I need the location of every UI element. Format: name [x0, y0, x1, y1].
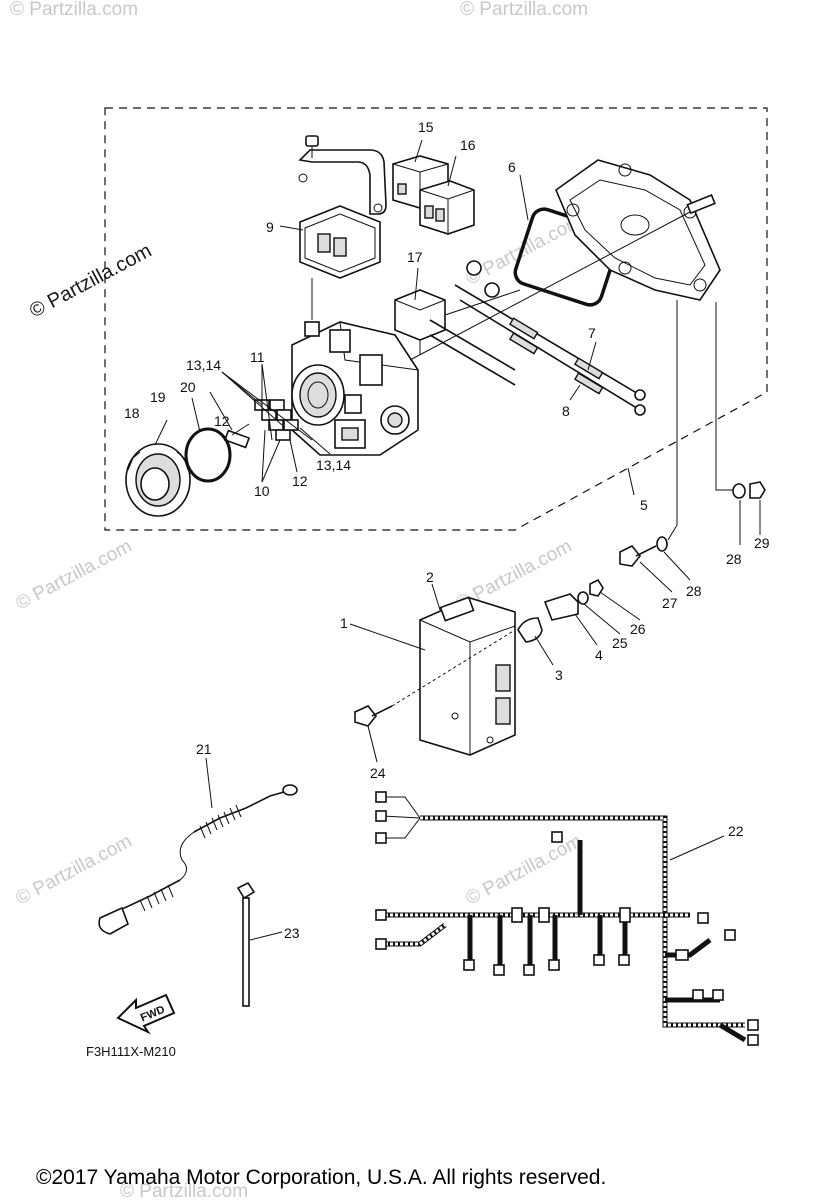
callout-11: 11 — [250, 349, 265, 365]
watermark-faint: © Partzilla.com — [12, 831, 135, 910]
cap-18 — [125, 443, 191, 517]
leader-28-29 — [715, 302, 740, 491]
callout-27: 27 — [662, 595, 678, 611]
callout-23: 23 — [284, 925, 300, 941]
fwd-arrow-icon: FWD — [116, 993, 176, 1035]
fuse-puller-20 — [223, 429, 251, 449]
ecu-leaders — [349, 500, 761, 763]
watermark-main: © Partzilla.com — [26, 240, 155, 323]
callout-19: 19 — [150, 389, 166, 405]
callout-12a: 12 — [214, 413, 230, 429]
leader-28-right — [667, 300, 678, 541]
callout-8: 8 — [562, 403, 570, 419]
cables-7-8 — [429, 260, 646, 416]
watermark-faint: © Partzilla.com — [462, 211, 585, 290]
callout-21: 21 — [196, 741, 212, 757]
callout-5: 5 — [640, 497, 648, 513]
assembly-boundary — [104, 107, 768, 531]
callout-13-14a: 13,14 — [186, 357, 221, 373]
cable-tie-23 — [236, 881, 283, 1007]
watermark-faint: © Partzilla.com — [12, 536, 135, 615]
diagram-code: F3H111X-M210 — [86, 1044, 176, 1059]
ecu-unit — [419, 596, 516, 756]
callout-9: 9 — [266, 219, 274, 235]
callout-labels: 1 2 3 4 5 6 7 8 9 10 11 12 12 13,14 13,1… — [124, 119, 770, 941]
callout-28a: 28 — [686, 583, 702, 599]
grommets-3-4-25-26 — [517, 578, 604, 643]
callout-17: 17 — [407, 249, 423, 265]
bracket — [298, 135, 387, 215]
relay-16 — [419, 180, 475, 235]
cover-plate — [555, 159, 721, 301]
sensor-17 — [394, 289, 446, 355]
fuse-box-9 — [299, 205, 381, 279]
callout-16: 16 — [460, 137, 476, 153]
callout-7: 7 — [588, 325, 596, 341]
upper-leaders — [154, 139, 635, 496]
callout-18: 18 — [124, 405, 140, 421]
watermark-faint: © Partzilla.com — [462, 831, 585, 910]
callout-6: 6 — [508, 159, 516, 175]
callout-26: 26 — [630, 621, 646, 637]
throttle-body — [291, 278, 419, 456]
callout-2: 2 — [426, 569, 434, 585]
callout-1: 1 — [340, 615, 348, 631]
callout-10: 10 — [254, 483, 270, 499]
watermark-faint: © Partzilla.com — [460, 0, 588, 20]
watermark-faint: © Partzilla.com — [10, 0, 138, 20]
callout-4: 4 — [595, 647, 603, 663]
callout-15: 15 — [418, 119, 434, 135]
cable-21 — [98, 757, 298, 935]
wire-harness-22 — [381, 796, 747, 1043]
oring-19 — [184, 427, 232, 483]
callout-12b: 12 — [292, 473, 308, 489]
leader-22 — [669, 835, 725, 861]
callout-25: 25 — [612, 635, 628, 651]
callout-24: 24 — [370, 765, 386, 781]
screw-leader — [409, 211, 691, 361]
copyright-text: ©2017 Yamaha Motor Corporation, U.S.A. A… — [36, 1166, 606, 1189]
callout-28b: 28 — [726, 551, 742, 567]
callout-22: 22 — [728, 823, 744, 839]
callout-29: 29 — [754, 535, 770, 551]
fasteners-27-28-29 — [619, 481, 766, 567]
watermark-faint: © Partzilla.com — [120, 1181, 248, 1200]
harness-connectors — [375, 791, 759, 1046]
bolt-24 — [354, 629, 516, 727]
callout-20: 20 — [180, 379, 196, 395]
callout-3: 3 — [555, 667, 563, 683]
callout-13-14b: 13,14 — [316, 457, 351, 473]
